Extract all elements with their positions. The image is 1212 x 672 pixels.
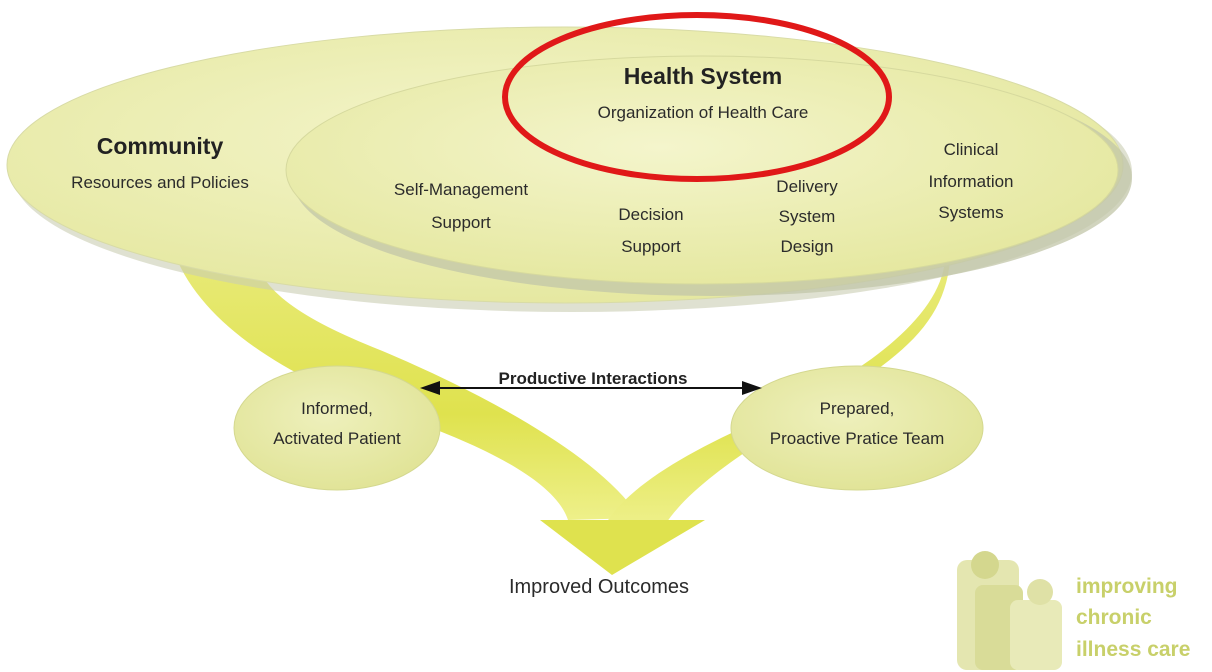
highlight-circle bbox=[502, 12, 892, 182]
community-subtitle: Resources and Policies bbox=[71, 173, 249, 192]
self-management-line-1: Self-Management bbox=[394, 180, 528, 199]
team-line-1: Prepared, bbox=[820, 399, 895, 418]
clinical-info-line-1: Clinical bbox=[944, 140, 999, 159]
team-ellipse bbox=[730, 365, 984, 491]
logo-head-2 bbox=[1027, 579, 1053, 605]
delivery-system-line-2: System bbox=[779, 207, 836, 226]
logo-line-1: improving bbox=[1076, 575, 1178, 598]
arrow-left-head bbox=[420, 381, 440, 395]
patient-line-1: Informed, bbox=[301, 399, 373, 418]
delivery-system-line-3: Design bbox=[781, 237, 834, 256]
health-system-subtitle: Organization of Health Care bbox=[598, 103, 809, 122]
logo-line-3: illness care bbox=[1076, 638, 1190, 661]
delivery-system-line-1: Delivery bbox=[776, 177, 838, 196]
right-arrow-band bbox=[605, 260, 950, 525]
arrow-right-head bbox=[742, 381, 762, 395]
decision-support-line-2: Support bbox=[621, 237, 681, 256]
self-management-line-2: Support bbox=[431, 213, 491, 232]
logo-head-1 bbox=[971, 551, 999, 579]
patient-line-2: Activated Patient bbox=[273, 429, 401, 448]
icic-logo: improving chronic illness care bbox=[957, 551, 1190, 670]
productive-interactions-label: Productive Interactions bbox=[499, 369, 688, 388]
outcome-arrowhead bbox=[540, 520, 705, 575]
community-title: Community bbox=[97, 133, 224, 159]
clinical-info-line-2: Information bbox=[928, 172, 1013, 191]
health-system-ellipse bbox=[285, 55, 1119, 285]
improved-outcomes-label: Improved Outcomes bbox=[509, 576, 689, 598]
decision-support-line-1: Decision bbox=[618, 205, 683, 224]
logo-line-2: chronic bbox=[1076, 606, 1152, 629]
patient-ellipse bbox=[233, 365, 441, 491]
clinical-info-line-3: Systems bbox=[938, 203, 1003, 222]
team-line-2: Proactive Pratice Team bbox=[770, 429, 944, 448]
logo-figure-front bbox=[1010, 600, 1062, 670]
health-system-title: Health System bbox=[624, 63, 783, 89]
